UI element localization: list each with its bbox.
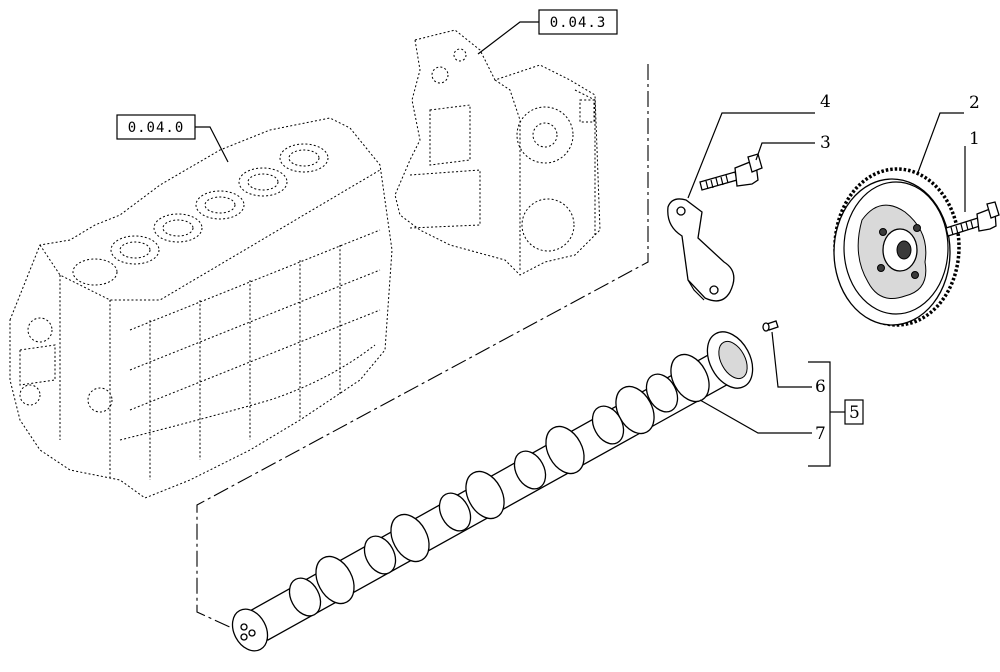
callout-2[interactable]: 2 [969, 93, 980, 113]
bracket-icon [667, 198, 735, 302]
leader-lines [687, 112, 966, 467]
alignment-line [196, 64, 649, 641]
svg-text:0.04.0: 0.04.0 [128, 120, 185, 136]
engine-block-icon [9, 117, 393, 499]
reference-engine-block[interactable]: 0.04.0 [116, 114, 196, 140]
callout-1[interactable]: 1 [969, 129, 980, 149]
bolt-icon [699, 153, 763, 191]
reference-timing-cover[interactable]: 0.04.3 [538, 9, 618, 35]
camshaft-icon [231, 331, 754, 652]
callout-7[interactable]: 7 [815, 424, 826, 444]
svg-text:0.04.3: 0.04.3 [550, 15, 607, 31]
bolt-icon [945, 201, 1000, 237]
callout-6[interactable]: 6 [815, 377, 826, 397]
timing-cover-icon [394, 29, 601, 276]
callout-4[interactable]: 4 [820, 92, 831, 112]
camshaft-gear-icon [833, 167, 961, 327]
callout-3[interactable]: 3 [820, 133, 831, 153]
svg-text:5: 5 [849, 403, 860, 423]
callout-5-box[interactable]: 5 [844, 399, 864, 425]
dowel-pin-icon [762, 320, 779, 332]
